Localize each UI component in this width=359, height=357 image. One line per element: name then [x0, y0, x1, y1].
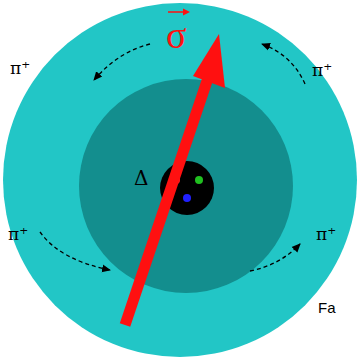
note-text: Fa — [318, 300, 336, 315]
delta-label: Δ — [134, 168, 148, 188]
inner-core — [79, 79, 293, 293]
pion-label: π⁺ — [312, 62, 332, 79]
delta-label: Δ — [134, 166, 148, 190]
pion-label: π⁺ — [316, 224, 336, 244]
pion-label: π⁺ — [10, 60, 30, 77]
spin-symbol: σ — [166, 14, 186, 56]
pion-label: π⁺ — [312, 60, 332, 80]
spin-symbol: σ — [166, 16, 186, 54]
pion-label: π⁺ — [8, 226, 28, 243]
pion-label: π⁺ — [10, 58, 30, 78]
pion-label: π⁺ — [316, 226, 336, 243]
quark-blue — [183, 194, 191, 202]
pion-label: π⁺ — [8, 224, 28, 244]
note-text: Fa — [318, 299, 336, 316]
pion-cloud — [3, 3, 357, 357]
quark-green — [195, 176, 203, 184]
orbit-arrows — [40, 44, 305, 271]
spin-arrow — [125, 34, 225, 325]
